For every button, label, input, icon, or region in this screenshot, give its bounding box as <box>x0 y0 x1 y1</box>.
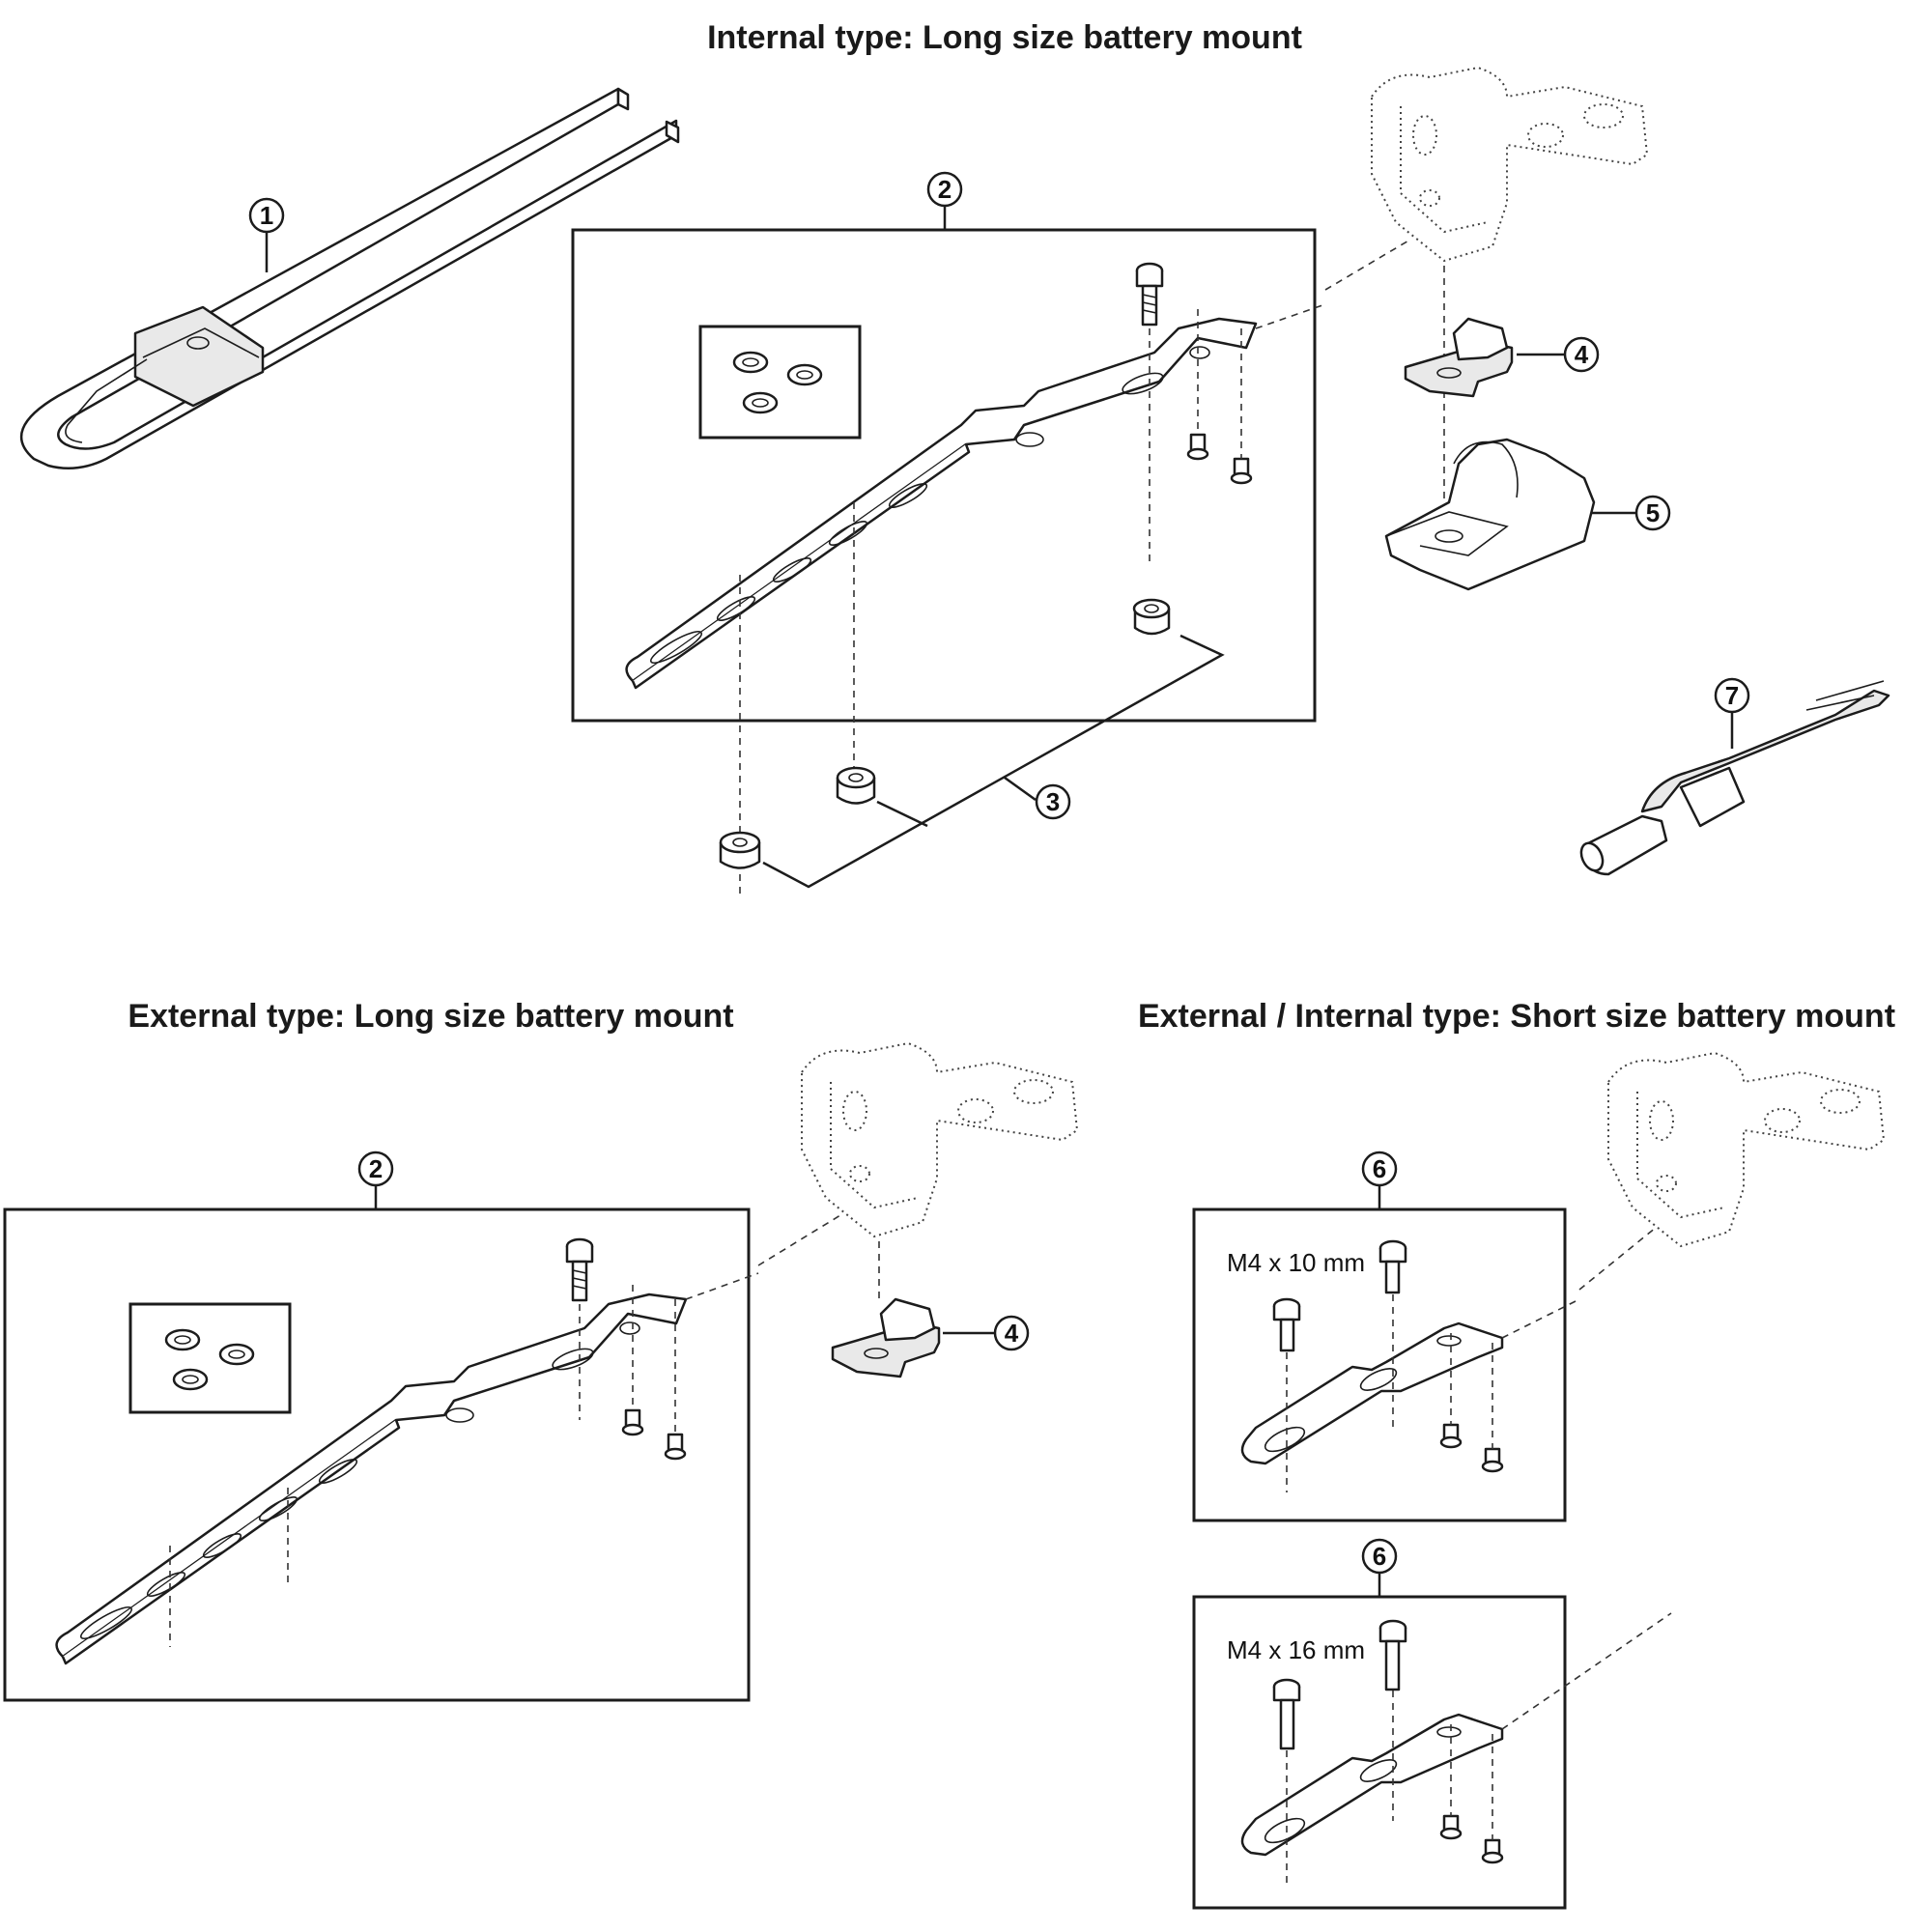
callout-6-upper-circle <box>1361 1151 1398 1187</box>
callout-4-bottom: 4 <box>1005 1319 1019 1348</box>
callout-4-top: 4 <box>1575 340 1589 369</box>
bolt-short-b <box>1378 1239 1407 1294</box>
title-external-long: External type: Long size battery mount <box>128 998 733 1035</box>
bracket-3 <box>762 634 1225 889</box>
bolt-long-a <box>1272 1678 1301 1750</box>
callout-4-bottom-circle <box>993 1315 1030 1351</box>
axis-ext-6 <box>685 1272 759 1300</box>
callout-5: 5 <box>1646 498 1660 527</box>
callout-6-lower-circle <box>1361 1538 1398 1575</box>
leader-3 <box>1004 776 1037 802</box>
frame-boss-external <box>801 1041 1079 1238</box>
axis-boss-short <box>1578 1226 1658 1291</box>
bolt-external-kit <box>565 1237 594 1302</box>
short-plate-lower <box>1240 1713 1504 1857</box>
axis-short-u5 <box>1501 1298 1580 1339</box>
callout-3-circle <box>1035 783 1071 820</box>
title-short: External / Internal type: Short size bat… <box>1138 998 1895 1035</box>
callout-1: 1 <box>260 201 273 230</box>
screws-short-upper <box>1439 1423 1504 1473</box>
callout-3: 3 <box>1046 787 1060 816</box>
callout-6-upper: 6 <box>1373 1154 1386 1183</box>
callout-2-top: 2 <box>938 175 952 204</box>
bracket-3b <box>876 800 928 828</box>
callout-1-circle <box>248 197 285 234</box>
part-7-tool <box>1579 680 1890 876</box>
callout-2-bottom: 2 <box>369 1154 383 1183</box>
callout-2-bottom-circle <box>357 1151 394 1187</box>
part-5-holder <box>1384 438 1596 591</box>
washers-top <box>732 351 823 414</box>
axis-boss-external <box>757 1214 841 1266</box>
frame-boss-top <box>1371 66 1649 263</box>
axis-boss-top <box>1324 239 1411 291</box>
axis-short-l5 <box>1501 1612 1672 1730</box>
bolt-top-kit <box>1135 262 1164 327</box>
spacer-1 <box>1132 598 1171 636</box>
screws-external-kit <box>621 1408 687 1461</box>
bolt-short-a <box>1272 1297 1301 1352</box>
title-internal-long: Internal type: Long size battery mount <box>707 19 1302 56</box>
part-1-rail <box>19 87 680 470</box>
part-4-external-clip <box>831 1297 941 1378</box>
bolt-long-b <box>1378 1619 1407 1691</box>
callout-2-top-circle <box>926 171 963 208</box>
spacer-2 <box>836 766 876 805</box>
washer-inset-external <box>128 1302 292 1414</box>
spacer-3 <box>719 831 761 869</box>
callout-4-top-circle <box>1563 336 1600 373</box>
washers-external <box>164 1328 255 1391</box>
spec-bolt-long: M4 x 16 mm <box>1227 1635 1365 1664</box>
callout-7-circle <box>1714 677 1750 714</box>
short-plate-upper <box>1240 1321 1504 1465</box>
washer-inset-top <box>698 325 862 440</box>
callout-7: 7 <box>1725 681 1739 710</box>
spec-bolt-short: M4 x 10 mm <box>1227 1248 1365 1277</box>
part-3-spacers <box>719 598 1171 869</box>
mount-plate-long-top <box>625 317 1258 690</box>
frame-boss-short <box>1607 1051 1886 1248</box>
mount-plate-long-external <box>55 1293 688 1665</box>
part-4-top-clip <box>1404 317 1514 398</box>
callout-6-lower: 6 <box>1373 1542 1386 1571</box>
callout-5-circle <box>1634 495 1671 531</box>
